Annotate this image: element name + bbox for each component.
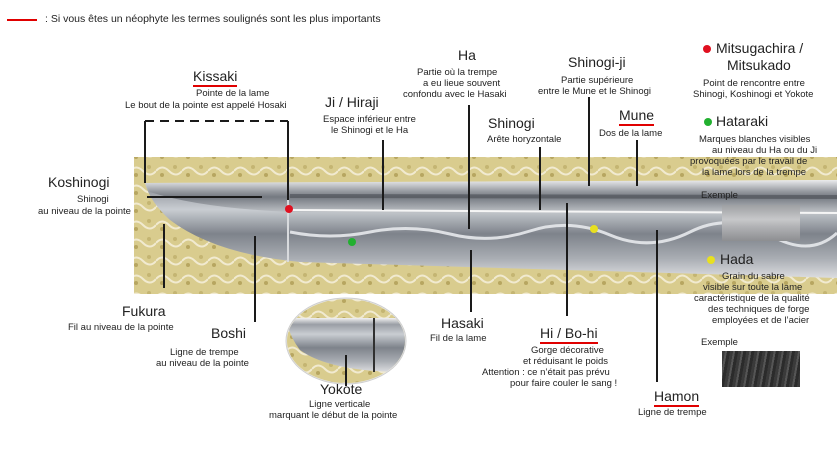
ha-title: Ha <box>458 47 476 63</box>
hataraki-example-image <box>722 205 800 241</box>
kissaki-desc1: Pointe de la lame <box>196 88 270 99</box>
jihiraji-desc1: Espace inférieur entre <box>323 114 416 125</box>
ha-desc2: a eu lieue souvent <box>423 78 501 89</box>
fukura-desc1: Fil au niveau de la pointe <box>68 322 174 333</box>
shinogiji-title: Shinogi-ji <box>568 54 626 70</box>
hataraki-dot <box>348 238 356 246</box>
kissaki-title: Kissaki <box>193 68 238 87</box>
hibohi-desc2: et réduisant le poids <box>523 356 609 367</box>
hibohi-title: Hi / Bo-hi <box>540 325 598 344</box>
hasaki-title: Hasaki <box>441 315 484 331</box>
hada-desc2: visible sur toute la lame <box>703 282 803 293</box>
mune-desc1: Dos de la lame <box>599 128 663 139</box>
hada-example-label: Exemple <box>701 337 738 348</box>
hibohi-desc1: Gorge décorative <box>531 345 604 356</box>
mitsugachira-desc2: Shinogi, Koshinogi et Yokote <box>693 89 814 100</box>
hataraki-title: Hataraki <box>716 113 769 129</box>
jihiraji-desc2: le Shinogi et le Ha <box>331 125 409 136</box>
shinogi-title: Shinogi <box>488 115 535 131</box>
mitsugachira-dot <box>285 205 293 213</box>
kissaki-desc2: Le bout de la pointe est appelé Hosaki <box>125 100 287 111</box>
hada-desc4: des techniques de forge <box>708 304 810 315</box>
hibohi-desc4: pour faire couler le sang ! <box>510 378 618 389</box>
hada-desc1: Grain du sabre <box>722 271 785 282</box>
hamon-desc1: Ligne de trempe <box>638 407 707 418</box>
jihiraji-title: Ji / Hiraji <box>325 94 379 110</box>
hataraki-desc2: au niveau du Ha ou du Ji <box>712 145 818 156</box>
yokote-title: Yokote <box>320 381 363 397</box>
ha-desc3: confondu avec le Hasaki <box>403 89 507 100</box>
hibohi-desc3: Attention : ce n’était pas prévu <box>482 367 610 378</box>
hataraki-example-label: Exemple <box>701 190 738 201</box>
legend-underline-sample <box>7 19 37 21</box>
mitsugachira-desc1: Point de rencontre entre <box>703 78 805 89</box>
boshi-desc2: au niveau de la pointe <box>156 358 249 369</box>
hada-title: Hada <box>720 251 754 267</box>
hataraki-legend-dot <box>704 118 712 126</box>
fukura-title: Fukura <box>122 303 166 319</box>
hada-desc5: employées et de l’acier <box>712 315 810 326</box>
mitsugachira-legend-dot <box>703 45 711 53</box>
shinogiji-desc2: entre le Mune et le Shinogi <box>538 86 652 97</box>
hataraki-desc4: la lame lors de la trempe <box>702 167 807 178</box>
yokote-desc2: marquant le début de la pointe <box>269 410 398 421</box>
hataraki-desc3: provoquées par le travail de <box>690 156 808 167</box>
legend-text: : Si vous êtes un néophyte les termes so… <box>45 13 381 25</box>
koshinogi-desc1: Shinogi <box>77 194 109 205</box>
ha-desc1: Partie où la trempe <box>417 67 498 78</box>
hataraki-desc1: Marques blanches visibles <box>699 134 811 145</box>
koshinogi-title: Koshinogi <box>48 174 110 190</box>
hamon-title: Hamon <box>654 388 700 407</box>
mitsugachira-title1: Mitsugachira / <box>716 40 804 56</box>
yokote-desc1: Ligne verticale <box>309 399 371 410</box>
boshi-desc1: Ligne de trempe <box>170 347 239 358</box>
hasaki-desc1: Fil de la lame <box>430 333 487 344</box>
shinogiji-desc1: Partie supérieure <box>561 75 634 86</box>
mune-title: Mune <box>619 107 655 126</box>
mitsugachira-title2: Mitsukado <box>727 57 791 73</box>
koshinogi-desc2: au niveau de la pointe <box>38 206 131 217</box>
hada-desc3: caractéristique de la qualité <box>694 293 810 304</box>
hada-legend-dot <box>707 256 715 264</box>
hada-dot <box>590 225 598 233</box>
hada-example-image <box>722 351 800 387</box>
shinogi-desc1: Arête horyzontale <box>487 134 562 145</box>
boshi-title: Boshi <box>211 325 247 341</box>
hi-groove <box>289 194 837 199</box>
